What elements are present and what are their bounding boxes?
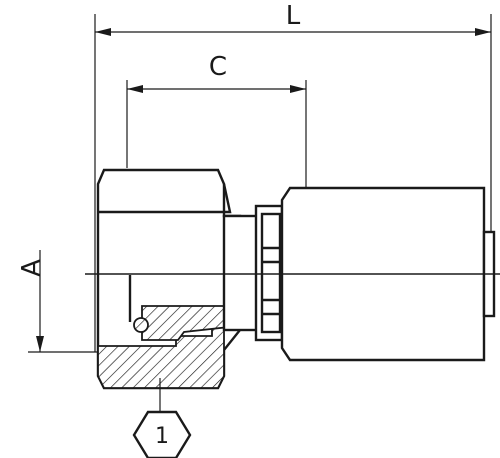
arrowhead-left xyxy=(95,28,111,36)
o-ring xyxy=(133,317,149,333)
hexagon-icon xyxy=(132,410,192,458)
neck-outline xyxy=(222,214,262,332)
collar-ring-inner xyxy=(260,212,282,334)
collar xyxy=(254,204,284,342)
arrowhead-c-left xyxy=(127,85,143,93)
dimension-label-c: C xyxy=(209,52,227,82)
nut-chamfer xyxy=(222,183,232,214)
neck xyxy=(222,214,262,332)
arrowhead-right xyxy=(475,28,491,36)
dimension-a: A xyxy=(17,250,98,353)
hex-callout: 1 xyxy=(132,378,192,458)
callout-number: 1 xyxy=(155,424,169,449)
dimension-label-l: L xyxy=(286,1,301,31)
arrowhead-a xyxy=(36,336,44,352)
dimension-c: C xyxy=(126,52,307,188)
dimension-l: L xyxy=(94,1,492,352)
dimension-label-a: A xyxy=(17,259,47,277)
arrowhead-c-right xyxy=(290,85,306,93)
